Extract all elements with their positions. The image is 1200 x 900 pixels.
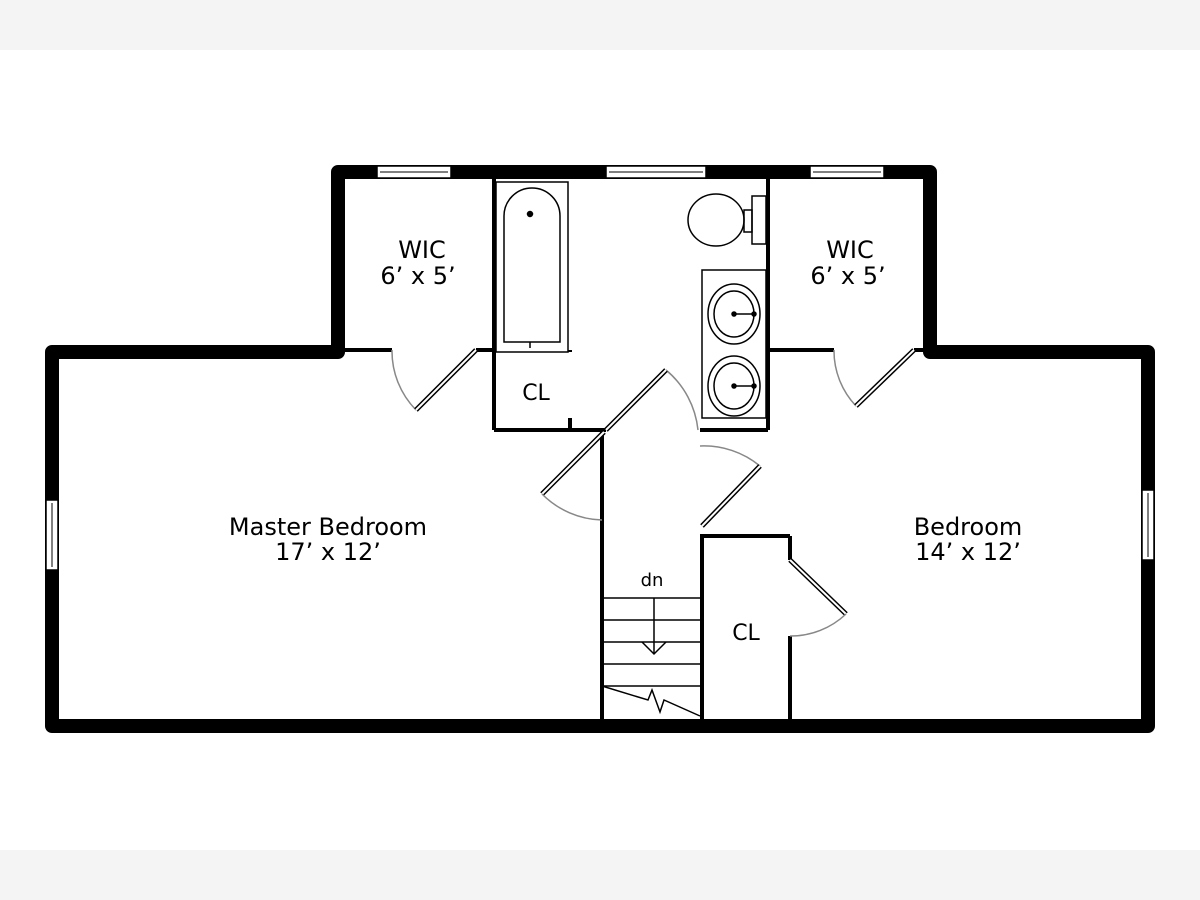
window-right xyxy=(1141,489,1155,561)
window-top-right xyxy=(809,165,885,179)
toilet-icon xyxy=(687,193,767,247)
window-top-center xyxy=(605,165,707,179)
bedroom-closet-label: CL xyxy=(732,621,760,646)
door-bathroom xyxy=(604,368,699,432)
window-left xyxy=(45,499,59,571)
door-bedroom-closet xyxy=(788,558,848,637)
left-wic-size: 6’ x 5’ xyxy=(380,262,455,290)
door-right-wic xyxy=(833,348,916,408)
vanity-double-sink-icon xyxy=(701,269,767,419)
bedroom-size: 14’ x 12’ xyxy=(915,538,1021,566)
master-bedroom-name: Master Bedroom xyxy=(229,513,427,541)
door-master-bedroom xyxy=(540,430,606,521)
exterior-wall xyxy=(45,165,1155,733)
hall-closet-label: CL xyxy=(522,381,550,406)
right-wic-size: 6’ x 5’ xyxy=(810,262,885,290)
stairs-label: dn xyxy=(641,570,664,591)
left-wic-name: WIC xyxy=(398,236,446,264)
interior-walls xyxy=(338,178,930,720)
bathtub-icon xyxy=(495,181,569,353)
master-bedroom-size: 17’ x 12’ xyxy=(275,538,381,566)
bedroom-name: Bedroom xyxy=(914,513,1023,541)
window-top-left xyxy=(376,165,452,179)
right-wic-name: WIC xyxy=(826,236,874,264)
stairs-icon xyxy=(601,597,701,717)
door-bedroom xyxy=(699,445,762,528)
door-left-wic xyxy=(391,348,478,412)
